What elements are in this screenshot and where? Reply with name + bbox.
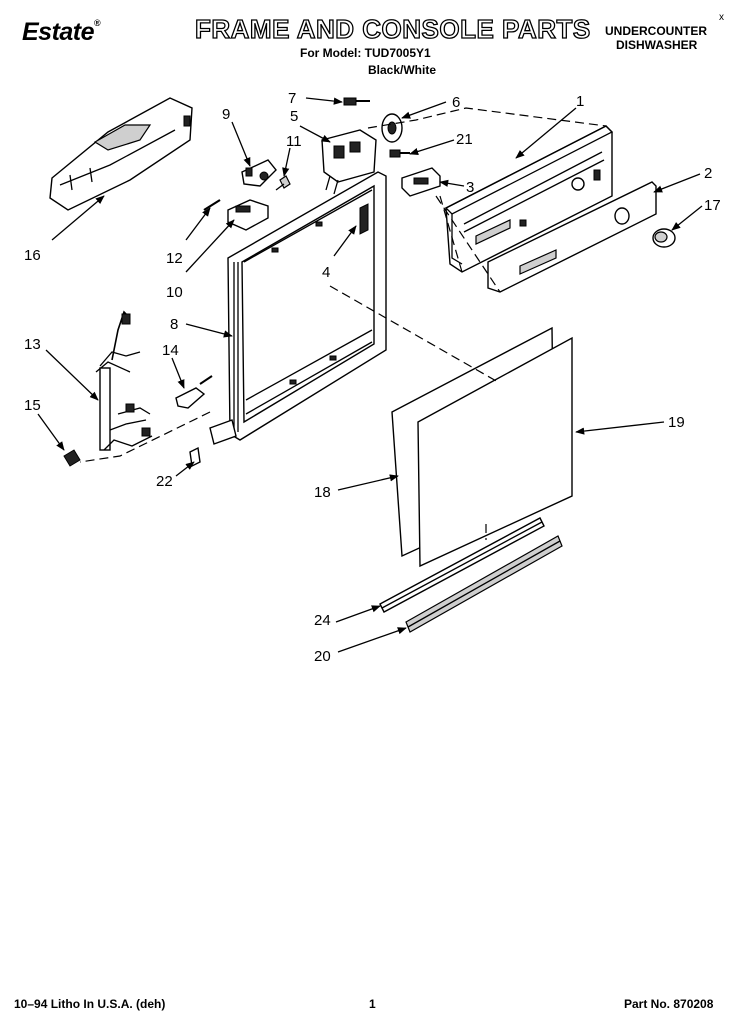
product-line-1: UNDERCOUNTER [605, 24, 707, 38]
callout-3: 3 [466, 179, 474, 196]
callout-13: 13 [24, 336, 41, 353]
callout-19: 19 [668, 414, 685, 431]
brand-logo: Estate® [22, 18, 101, 46]
product-line-2: DISHWASHER [616, 38, 698, 52]
part-20-trim [405, 535, 563, 633]
part-24-trim [379, 517, 545, 613]
part-16-console-cover [49, 97, 193, 211]
part-10-bracket [227, 199, 269, 231]
part-3-switch [401, 167, 441, 197]
color-line: Black/White [368, 63, 437, 77]
corner-mark: x [719, 12, 724, 23]
callout-2: 2 [704, 165, 712, 182]
footer-litho: 10–94 Litho In U.S.A. (deh) [14, 997, 166, 1011]
callout-8: 8 [170, 316, 178, 333]
callout-17: 17 [704, 197, 721, 214]
callout-6: 6 [452, 94, 460, 111]
callout-16: 16 [24, 247, 41, 264]
callout-numbers: 7 6 1 9 5 11 21 3 2 17 16 12 4 10 8 13 1… [24, 90, 721, 665]
callout-21: 21 [456, 131, 473, 148]
callout-20: 20 [314, 648, 331, 665]
callout-10: 10 [166, 284, 183, 301]
callout-11: 11 [286, 133, 302, 150]
part-11-screw [275, 175, 291, 191]
leader-arrows [37, 97, 703, 653]
footer-page-number: 1 [369, 997, 376, 1011]
part-13-wire-harness [95, 310, 153, 451]
part-17-knob [652, 228, 676, 248]
part-7-screw [343, 97, 370, 106]
part-15-screw [63, 449, 81, 467]
part-21-screw [389, 149, 410, 158]
callout-24: 24 [314, 612, 331, 629]
part-14-connector [175, 375, 213, 409]
callout-4: 4 [322, 264, 330, 281]
part-2-console-overlay [487, 181, 657, 293]
callout-14: 14 [162, 342, 179, 359]
part-6-cam [381, 113, 403, 143]
callout-12: 12 [166, 250, 183, 267]
callout-18: 18 [314, 484, 331, 501]
callout-1: 1 [576, 93, 584, 110]
page-title: FRAME AND CONSOLE PARTS [194, 13, 591, 44]
part-5-switch [321, 129, 377, 195]
alignment-lines [79, 107, 607, 540]
footer-part-number: Part No. 870208 [624, 997, 714, 1011]
callout-15: 15 [24, 397, 41, 414]
part-19-door-front [417, 336, 573, 568]
model-line: For Model: TUD7005Y1 [300, 46, 431, 60]
part-9-latch [241, 159, 277, 187]
callout-9: 9 [222, 106, 230, 123]
part-12-pin [203, 199, 221, 211]
callout-22: 22 [156, 473, 173, 490]
callout-7: 7 [288, 90, 296, 107]
callout-5: 5 [290, 108, 298, 125]
